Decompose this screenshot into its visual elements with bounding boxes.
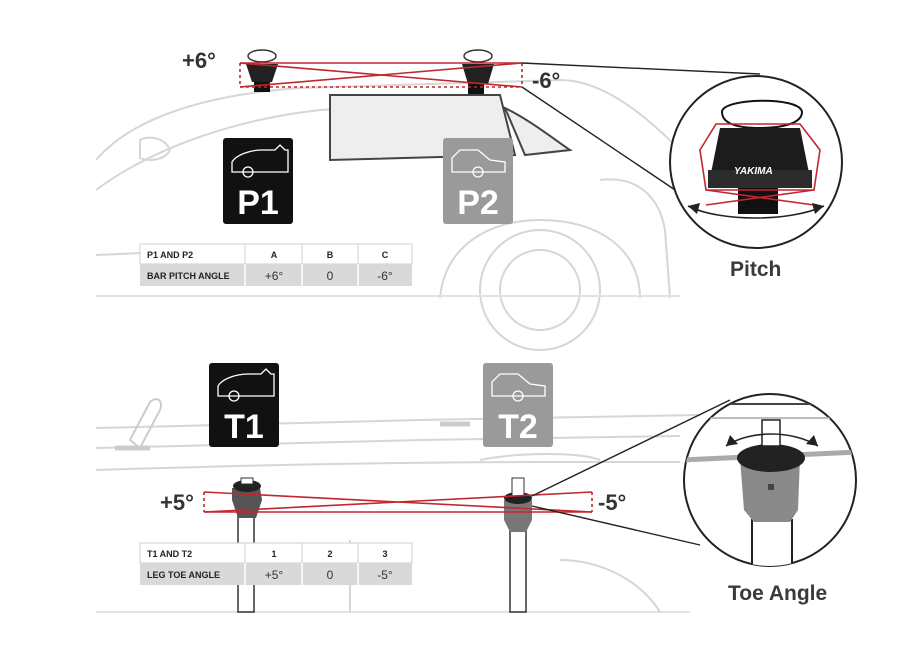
pitch-caption: Pitch — [730, 258, 781, 281]
badge-t2-label: T2 — [498, 408, 538, 446]
toe-table-value-3: -5° — [377, 568, 393, 582]
car-icon — [217, 368, 275, 402]
toe-leg-right — [504, 477, 532, 613]
toe-table-value-2: 0 — [327, 568, 334, 582]
pitch-table: P1 AND P2 A B C BAR PITCH ANGLE +6° 0 -6… — [139, 243, 413, 286]
badge-p2-bg — [443, 138, 513, 224]
pitch-table-value-b: 0 — [327, 269, 334, 283]
toe-table-header-1: 1 — [271, 549, 276, 559]
toe-angle-lines — [203, 491, 593, 513]
pitch-zoom-circle: YAKIMA — [669, 75, 843, 249]
toe-car-outline — [95, 398, 701, 613]
pitch-table-header-2: B — [327, 250, 334, 260]
toe-table-row-label: LEG TOE ANGLE — [147, 570, 220, 580]
pitch-car-outline — [95, 78, 681, 351]
pitch-angle-left: +6° — [182, 48, 216, 73]
badge-t2: T2 — [483, 363, 553, 447]
badge-p1-bg — [223, 138, 293, 224]
badge-t2-bg — [483, 363, 553, 447]
toe-zoom-connectors — [531, 399, 731, 546]
pitch-table-header-3: C — [382, 250, 389, 260]
pitch-tower-right — [462, 49, 494, 94]
pitch-angle-lines — [239, 62, 523, 88]
pitch-table-value-a: +6° — [265, 269, 284, 283]
badge-t1-label: T1 — [224, 408, 264, 446]
toe-zoom-circle — [683, 393, 857, 567]
pitch-angle-right: -6° — [532, 68, 560, 93]
toe-table-header-3: 3 — [382, 549, 387, 559]
pitch-tower-left — [246, 49, 278, 92]
car-icon — [491, 373, 546, 402]
badge-p1: P1 — [223, 138, 293, 224]
pitch-zoom-connectors — [521, 62, 761, 201]
pitch-table-header-0: P1 AND P2 — [147, 250, 193, 260]
badge-t1: T1 — [209, 363, 279, 447]
badge-t1-bg — [209, 363, 279, 447]
pitch-table-value-c: -6° — [377, 269, 393, 283]
toe-angle-left: +5° — [160, 490, 194, 515]
yakima-logo: YAKIMA — [734, 166, 773, 177]
pitch-table-row-label: BAR PITCH ANGLE — [147, 271, 230, 281]
car-icon — [451, 149, 506, 178]
toe-table: T1 AND T2 1 2 3 LEG TOE ANGLE +5° 0 -5° — [139, 542, 413, 585]
badge-p2: P2 — [443, 138, 513, 224]
car-icon — [231, 144, 289, 178]
badge-p1-label: P1 — [237, 184, 279, 222]
toe-table-header-0: T1 AND T2 — [147, 549, 192, 559]
toe-table-header-2: 2 — [327, 549, 332, 559]
toe-caption: Toe Angle — [728, 582, 827, 605]
toe-table-value-1: +5° — [265, 568, 284, 582]
badge-p2-label: P2 — [457, 184, 499, 222]
toe-angle-right: -5° — [598, 490, 626, 515]
pitch-table-header-1: A — [271, 250, 278, 260]
